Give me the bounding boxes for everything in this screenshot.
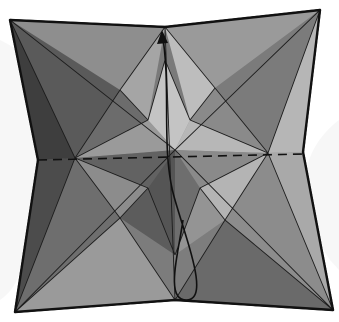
paper-model	[10, 10, 333, 312]
